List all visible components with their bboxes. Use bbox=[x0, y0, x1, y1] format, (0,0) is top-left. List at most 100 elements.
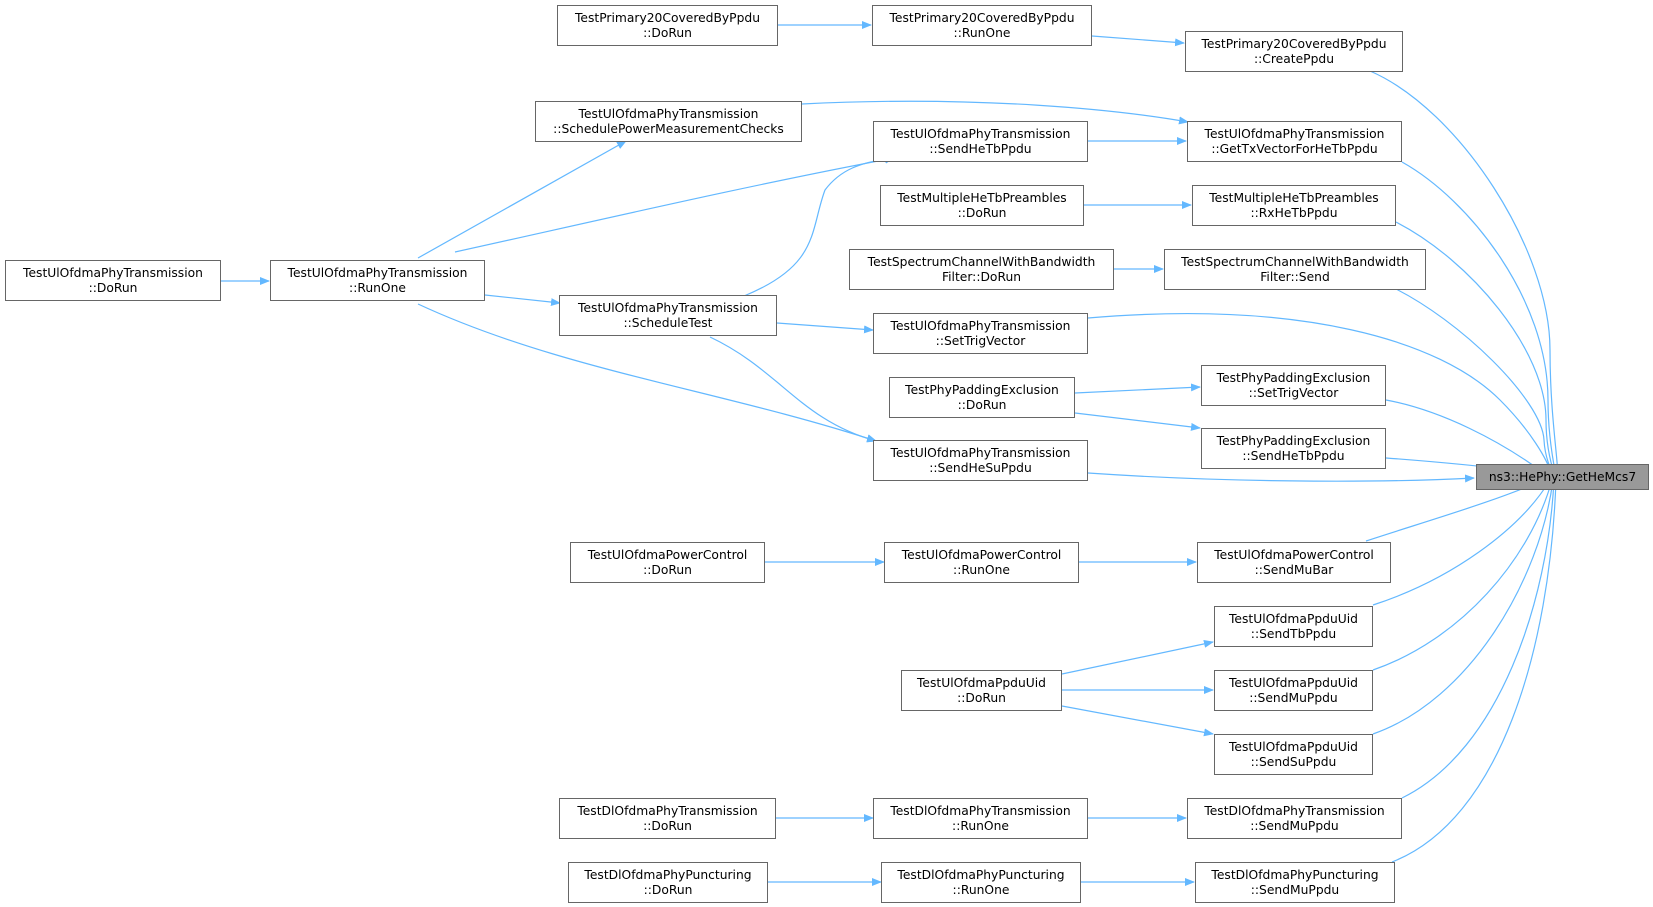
node-label-line1: TestDlOfdmaPhyTransmission bbox=[577, 803, 758, 818]
node-dlpp-sendmu[interactable]: TestDlOfdmaPhyPuncturing ::SendMuPpdu bbox=[1195, 862, 1395, 903]
node-label-line1: TestUlOfdmaPpduUid bbox=[1228, 611, 1358, 626]
node-ulpc-runone[interactable]: TestUlOfdmaPowerControl ::RunOne bbox=[884, 542, 1079, 583]
node-label-line1: TestDlOfdmaPhyPuncturing bbox=[584, 867, 752, 882]
node-label-line1: TestMultipleHeTbPreambles bbox=[897, 190, 1067, 205]
node-mhtp-dorun[interactable]: TestMultipleHeTbPreambles ::DoRun bbox=[880, 185, 1084, 226]
node-label-line1: TestUlOfdmaPpduUid bbox=[1228, 675, 1358, 690]
node-ulpt-sendhesu[interactable]: TestUlOfdmaPhyTransmission ::SendHeSuPpd… bbox=[873, 440, 1088, 481]
node-label-line1: TestPrimary20CoveredByPpdu bbox=[574, 10, 761, 25]
edge-schedtest-to-settrig bbox=[776, 322, 874, 334]
node-ulpt-sendhetb[interactable]: TestUlOfdmaPhyTransmission ::SendHeTbPpd… bbox=[873, 121, 1088, 162]
node-label-line2: ::DoRun bbox=[643, 562, 692, 577]
node-label-line1: TestUlOfdmaPhyTransmission bbox=[578, 106, 759, 121]
node-label-line2: ::SendHeTbPpdu bbox=[1242, 448, 1345, 463]
node-mhtp-rxhetb[interactable]: TestMultipleHeTbPreambles ::RxHeTbPpdu bbox=[1192, 185, 1396, 226]
node-ppe-dorun[interactable]: TestPhyPaddingExclusion ::DoRun bbox=[889, 377, 1075, 418]
node-label-line1: TestUlOfdmaPhyTransmission bbox=[890, 126, 1071, 141]
node-label-line1: TestUlOfdmaPhyTransmission bbox=[287, 265, 468, 280]
edge-dlpp-sendmu-to-gethemcs7 bbox=[1391, 479, 1560, 863]
node-label-line1: TestDlOfdmaPhyTransmission bbox=[890, 803, 1071, 818]
node-label-line2: ::DoRun bbox=[957, 690, 1006, 705]
node-label-line2: ::CreatePpdu bbox=[1254, 51, 1334, 66]
node-ulpc-sendmubar[interactable]: TestUlOfdmaPowerControl ::SendMuBar bbox=[1197, 542, 1391, 583]
node-label-line2: ::SendMuPpdu bbox=[1250, 882, 1340, 897]
node-ppe-sendhetb[interactable]: TestPhyPaddingExclusion ::SendHeTbPpdu bbox=[1201, 428, 1386, 469]
node-label-line2: ::DoRun bbox=[643, 25, 692, 40]
node-label-line1: TestUlOfdmaPhyTransmission bbox=[578, 300, 758, 315]
node-ulpu-sendtb[interactable]: TestUlOfdmaPpduUid ::SendTbPpdu bbox=[1214, 606, 1373, 647]
edge-gettxvec-to-gethemcs7 bbox=[1401, 161, 1559, 477]
edge-scbw-send-to-gethemcs7 bbox=[1391, 286, 1555, 477]
node-label-line1: TestDlOfdmaPhyPuncturing bbox=[897, 867, 1065, 882]
node-label-line2: ::SendHeSuPpdu bbox=[929, 460, 1032, 475]
node-tp20-runone[interactable]: TestPrimary20CoveredByPpdu ::RunOne bbox=[872, 5, 1092, 46]
node-ulpt-schedpower[interactable]: TestUlOfdmaPhyTransmission ::SchedulePow… bbox=[535, 101, 802, 142]
node-label-line2: ::RunOne bbox=[952, 882, 1010, 897]
node-ulpu-sendsu[interactable]: TestUlOfdmaPpduUid ::SendSuPpdu bbox=[1214, 734, 1373, 775]
node-label-line2: ::ScheduleTest bbox=[623, 315, 713, 330]
node-ulpt-settrig[interactable]: TestUlOfdmaPhyTransmission ::SetTrigVect… bbox=[873, 313, 1088, 354]
node-label-line2: ::SendMuBar bbox=[1254, 562, 1334, 577]
node-ulpu-sendmu[interactable]: TestUlOfdmaPpduUid ::SendMuPpdu bbox=[1214, 670, 1373, 711]
node-dlpp-dorun[interactable]: TestDlOfdmaPhyPuncturing ::DoRun bbox=[568, 862, 768, 903]
node-label-line2: ::GetTxVectorForHeTbPpdu bbox=[1211, 141, 1378, 156]
edge-runone-to-sendhetb bbox=[454, 155, 895, 253]
edge-ulpu-sendtb-to-gethemcs7 bbox=[1372, 479, 1551, 606]
node-label-line2: ::SendHeTbPpdu bbox=[929, 141, 1032, 156]
node-tp20-createppdu[interactable]: TestPrimary20CoveredByPpdu ::CreatePpdu bbox=[1185, 31, 1403, 72]
node-label-line2: ::RxHeTbPpdu bbox=[1250, 205, 1338, 220]
node-label-line2: Filter::DoRun bbox=[941, 269, 1022, 284]
node-label-line2: ::SendTbPpdu bbox=[1250, 626, 1337, 641]
node-label-line2: ::RunOne bbox=[952, 818, 1009, 833]
edge-runone-to-sendhesu bbox=[417, 303, 877, 443]
edge-ulpu-dorun-to-sendtb bbox=[1061, 639, 1214, 675]
node-dlpp-runone[interactable]: TestDlOfdmaPhyPuncturing ::RunOne bbox=[881, 862, 1081, 903]
node-label-line2: ::DoRun bbox=[957, 205, 1007, 220]
edge-sendhesu-to-gethemcs7 bbox=[1087, 472, 1475, 483]
node-label-line1: TestUlOfdmaPpduUid bbox=[1228, 739, 1358, 754]
node-hephy-gethemcs7[interactable]: ns3::HePhy::GetHeMcs7 bbox=[1476, 464, 1649, 490]
edge-runone-to-schedtest bbox=[484, 294, 561, 307]
node-ulpt-schedtest[interactable]: TestUlOfdmaPhyTransmission ::ScheduleTes… bbox=[559, 295, 777, 336]
node-ulpt-dorun[interactable]: TestUlOfdmaPhyTransmission ::DoRun bbox=[5, 260, 221, 301]
node-label-line2: ::SchedulePowerMeasurementChecks bbox=[553, 121, 784, 136]
edge-tp20-runone-to-createppdu bbox=[1091, 35, 1185, 47]
node-label-line2: ::DoRun bbox=[643, 882, 693, 897]
node-label-line1: TestUlOfdmaPowerControl bbox=[901, 547, 1062, 562]
node-label-line1: TestDlOfdmaPhyTransmission bbox=[1204, 803, 1385, 818]
node-ulpt-runone[interactable]: TestUlOfdmaPhyTransmission ::RunOne bbox=[270, 260, 485, 301]
edge-schedtest-to-sendhetb bbox=[743, 155, 895, 297]
node-dlpt-sendmu[interactable]: TestDlOfdmaPhyTransmission ::SendMuPpdu bbox=[1187, 798, 1402, 839]
node-label-line1: TestPhyPaddingExclusion bbox=[1216, 370, 1371, 385]
node-label-line1: TestMultipleHeTbPreambles bbox=[1209, 190, 1379, 205]
node-label-line2: ::DoRun bbox=[643, 818, 692, 833]
node-label-line2: Filter::Send bbox=[1260, 269, 1330, 284]
node-ppe-settrig[interactable]: TestPhyPaddingExclusion ::SetTrigVector bbox=[1201, 365, 1386, 406]
edge-ppe-settrig-to-gethemcs7 bbox=[1385, 399, 1549, 477]
edge-ulpt-settrig-to-gethemcs7 bbox=[1087, 313, 1554, 477]
node-ulpu-dorun[interactable]: TestUlOfdmaPpduUid ::DoRun bbox=[901, 670, 1062, 711]
node-label-line1: TestUlOfdmaPhyTransmission bbox=[890, 318, 1071, 333]
edge-ppe-dorun-to-sendhetb bbox=[1074, 412, 1201, 431]
node-scbw-send[interactable]: TestSpectrumChannelWithBandwidth Filter:… bbox=[1164, 249, 1426, 290]
node-label-line2: ::SetTrigVector bbox=[935, 333, 1026, 348]
edge-ulpu-sendsu-to-gethemcs7 bbox=[1372, 479, 1556, 735]
node-tp20-dorun[interactable]: TestPrimary20CoveredByPpdu ::DoRun bbox=[557, 5, 778, 46]
node-ulpt-gettxvec[interactable]: TestUlOfdmaPhyTransmission ::GetTxVector… bbox=[1187, 121, 1402, 162]
node-label-line1: TestPhyPaddingExclusion bbox=[1216, 433, 1371, 448]
node-ulpc-dorun[interactable]: TestUlOfdmaPowerControl ::DoRun bbox=[570, 542, 765, 583]
edge-ulpu-sendmu-to-gethemcs7 bbox=[1372, 479, 1554, 671]
node-label-line1: TestPrimary20CoveredByPpdu bbox=[1201, 36, 1387, 51]
node-label-line1: TestSpectrumChannelWithBandwidth bbox=[1181, 254, 1409, 269]
node-scbw-dorun[interactable]: TestSpectrumChannelWithBandwidth Filter:… bbox=[849, 249, 1114, 290]
node-label-line2: ::RunOne bbox=[953, 25, 1011, 40]
edge-schedpower-to-gettxvec bbox=[801, 100, 1189, 125]
node-label-line1: TestUlOfdmaPowerControl bbox=[1214, 547, 1374, 562]
node-label-line1: TestSpectrumChannelWithBandwidth bbox=[867, 254, 1096, 269]
node-label-line1: TestUlOfdmaPhyTransmission bbox=[1204, 126, 1385, 141]
node-dlpt-dorun[interactable]: TestDlOfdmaPhyTransmission ::DoRun bbox=[559, 798, 776, 839]
node-dlpt-runone[interactable]: TestDlOfdmaPhyTransmission ::RunOne bbox=[873, 798, 1088, 839]
node-label-line1: TestPrimary20CoveredByPpdu bbox=[889, 10, 1075, 25]
node-label-line2: ::RunOne bbox=[953, 562, 1010, 577]
